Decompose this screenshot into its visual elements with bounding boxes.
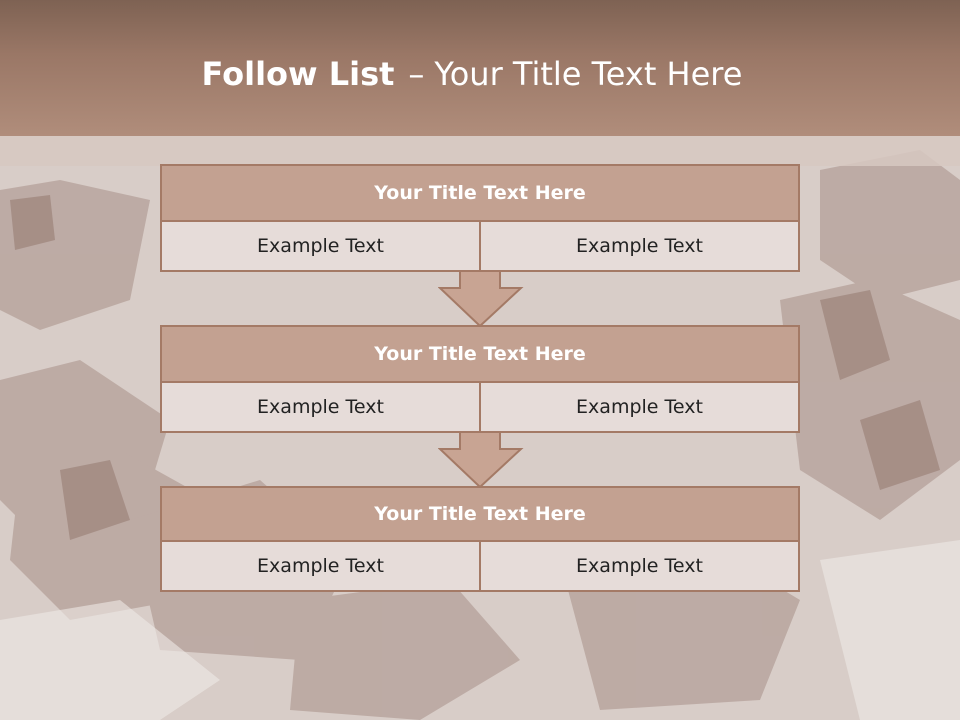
step-row: Example Text Example Text xyxy=(160,383,800,433)
step-box-1: Your Title Text Here Example Text Exampl… xyxy=(160,164,800,272)
step-left-cell: Example Text xyxy=(162,222,479,270)
title-bold: Follow List xyxy=(201,55,395,93)
banner-strip xyxy=(0,136,960,166)
down-arrow-icon xyxy=(438,270,524,328)
step-box-3: Your Title Text Here Example Text Exampl… xyxy=(160,486,800,592)
step-box-2: Your Title Text Here Example Text Exampl… xyxy=(160,325,800,433)
title-banner xyxy=(0,0,960,136)
step-title: Your Title Text Here xyxy=(160,486,800,542)
slide-title: Follow List–Your Title Text Here xyxy=(0,52,944,96)
step-right-cell: Example Text xyxy=(479,383,798,431)
title-rest: Your Title Text Here xyxy=(434,55,743,93)
title-dash: – xyxy=(408,55,425,93)
step-left-cell: Example Text xyxy=(162,542,479,590)
step-title: Your Title Text Here xyxy=(160,325,800,383)
step-row: Example Text Example Text xyxy=(160,542,800,592)
step-right-cell: Example Text xyxy=(479,542,798,590)
step-left-cell: Example Text xyxy=(162,383,479,431)
step-title: Your Title Text Here xyxy=(160,164,800,222)
down-arrow-icon xyxy=(438,431,524,489)
step-right-cell: Example Text xyxy=(479,222,798,270)
step-row: Example Text Example Text xyxy=(160,222,800,272)
